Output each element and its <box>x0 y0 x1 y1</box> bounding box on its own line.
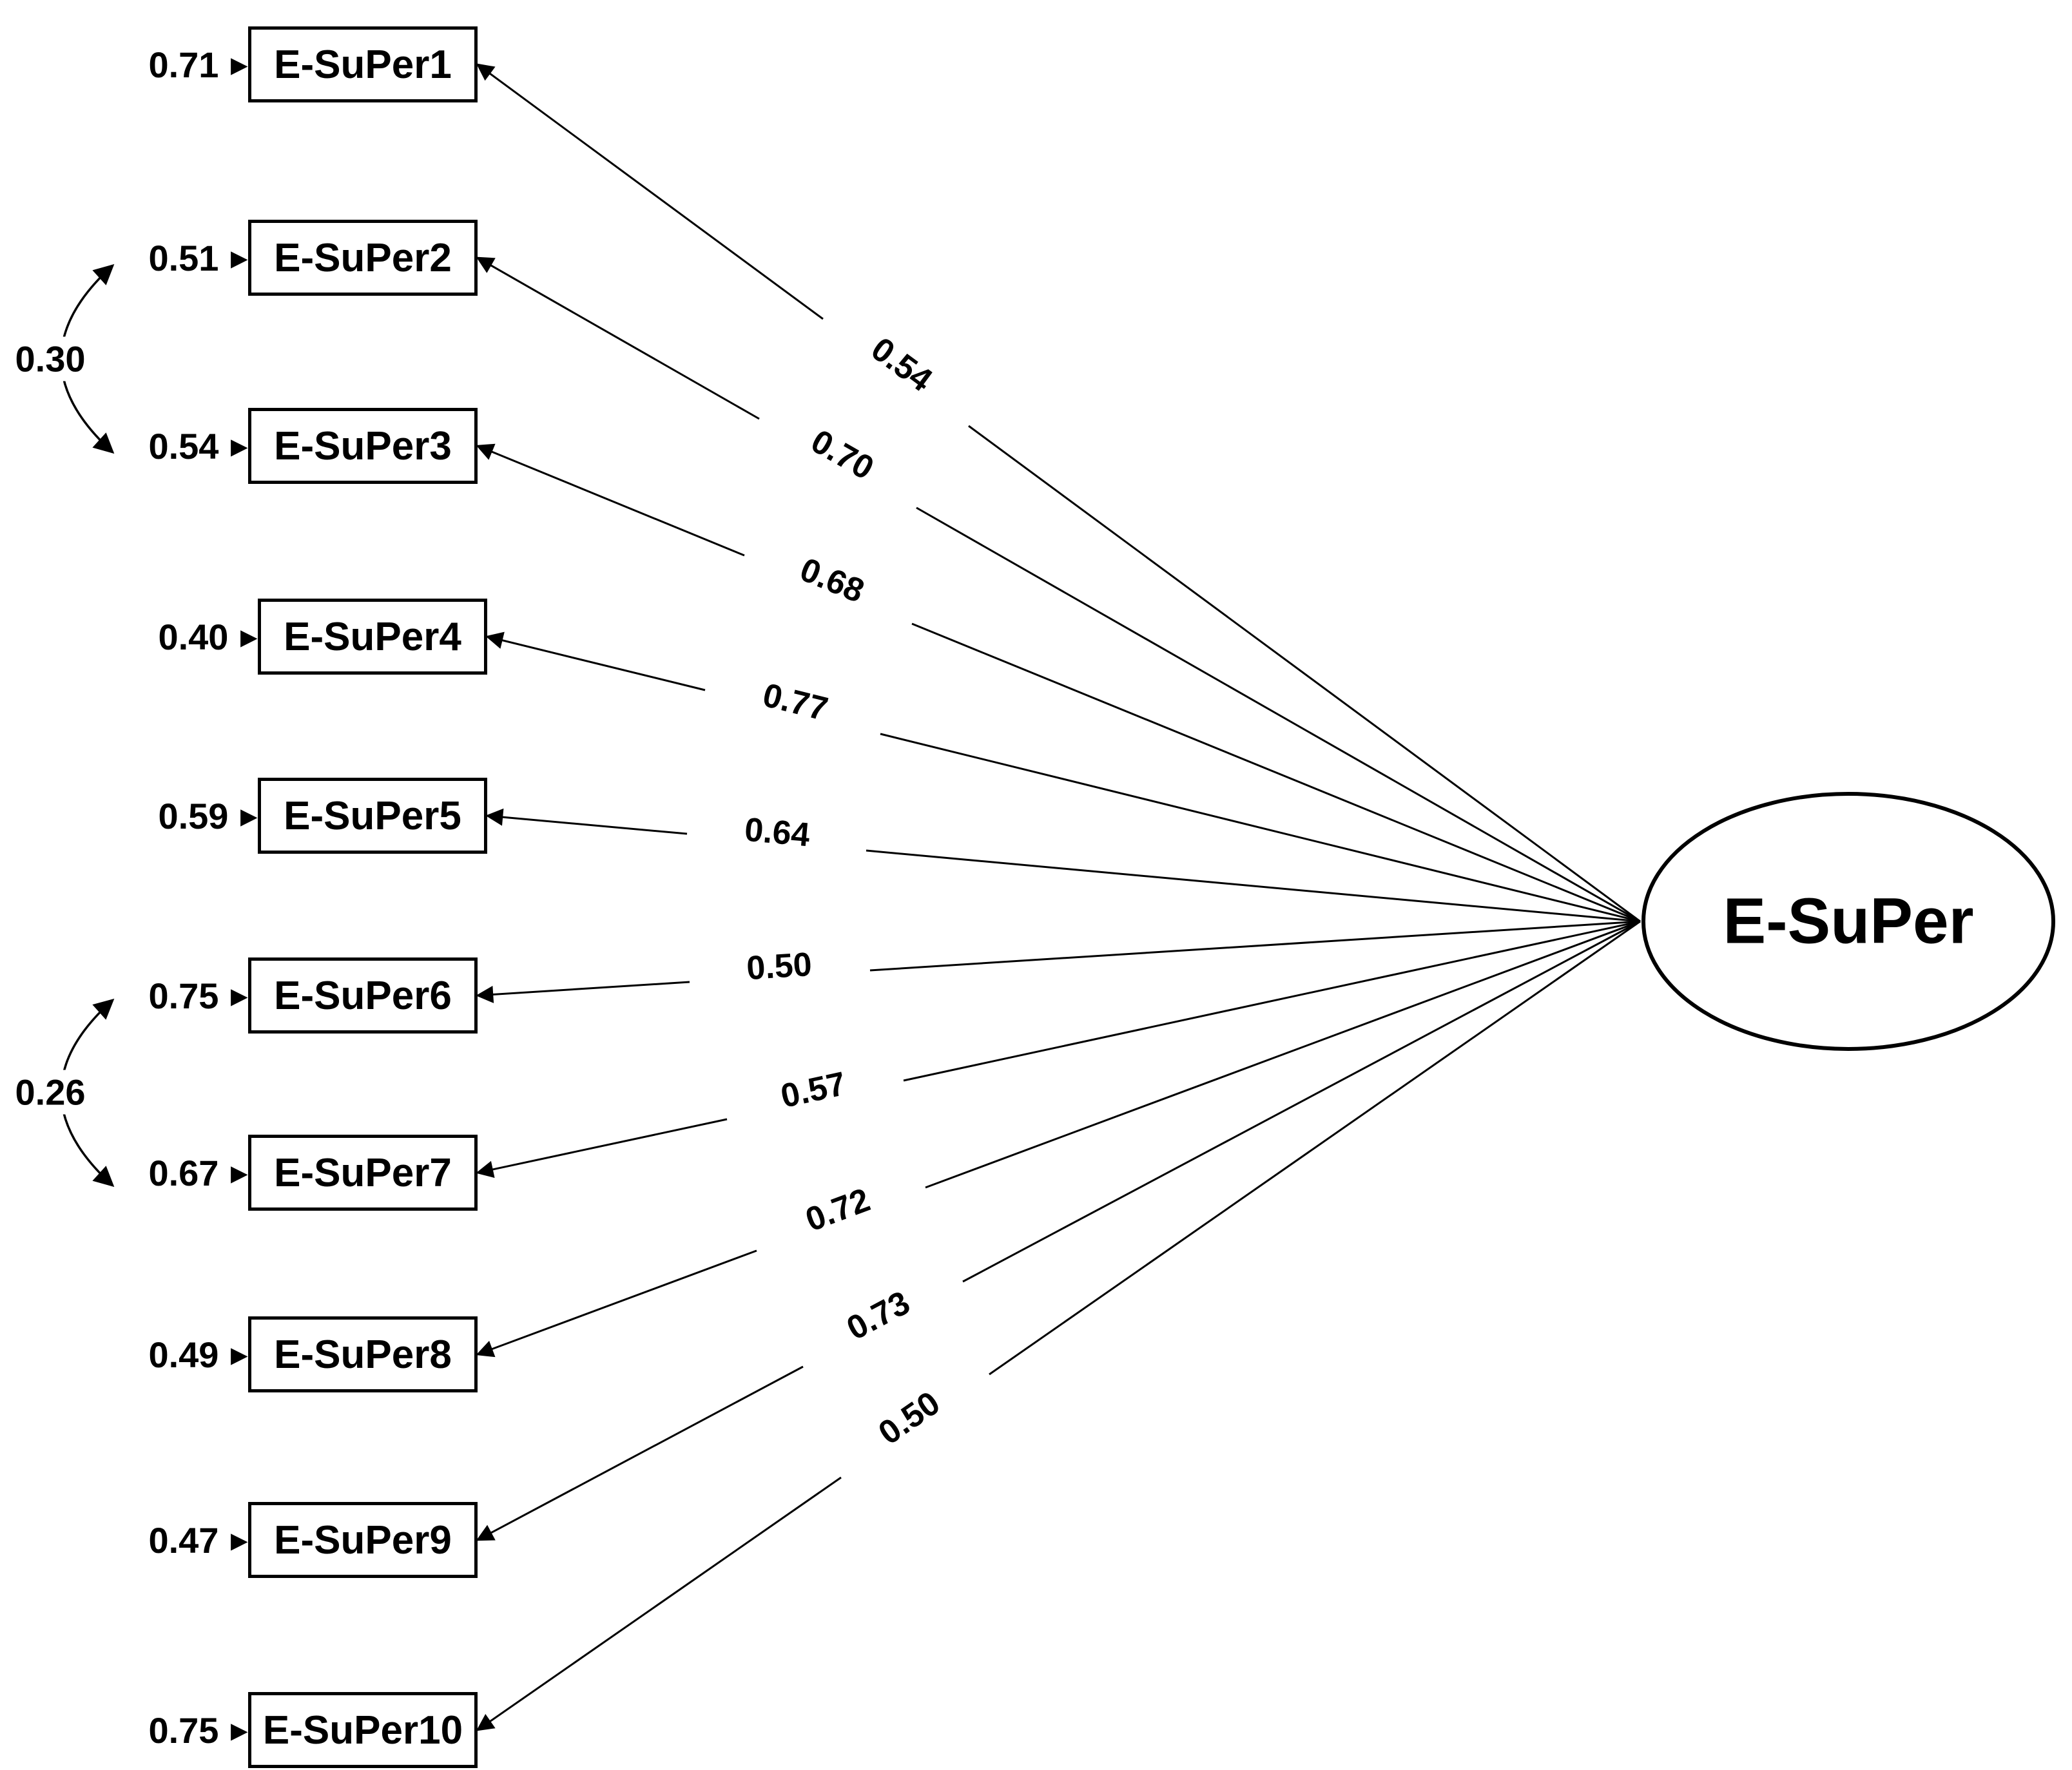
indicator-box-esuper1: E-SuPer1 <box>248 26 478 102</box>
error-value: 0.51 <box>148 237 219 278</box>
indicator-label: E-SuPer7 <box>274 1150 452 1195</box>
error-value: 0.47 <box>148 1519 219 1561</box>
latent-label: E-SuPer <box>1723 885 1974 957</box>
loading-path-4 <box>485 631 1641 923</box>
error-term: 0.67► <box>79 1152 253 1193</box>
indicator-box-esuper10: E-SuPer10 <box>248 1692 478 1768</box>
error-value: 0.67 <box>148 1152 219 1193</box>
indicator-label: E-SuPer3 <box>274 423 452 468</box>
error-term: 0.47► <box>79 1519 253 1561</box>
error-value: 0.71 <box>148 44 219 85</box>
indicator-box-esuper9: E-SuPer9 <box>248 1502 478 1578</box>
loading-path-2 <box>476 256 1641 923</box>
loading-path-3 <box>476 443 1641 923</box>
indicator-box-esuper6: E-SuPer6 <box>248 957 478 1034</box>
error-value: 0.54 <box>148 425 219 467</box>
indicator-box-esuper7: E-SuPer7 <box>248 1135 478 1211</box>
loading-path-7 <box>476 920 1641 1178</box>
error-value: 0.75 <box>148 1709 219 1751</box>
error-term: 0.71► <box>79 44 253 85</box>
error-value: 0.49 <box>148 1334 219 1375</box>
loading-path-6 <box>476 920 1641 1003</box>
loading-path-1 <box>476 63 1641 923</box>
error-term: 0.40► <box>89 616 263 657</box>
factor-loading-label: 0.50 <box>736 943 822 990</box>
indicator-label: E-SuPer1 <box>274 42 452 87</box>
covariance-value: 0.30 <box>10 336 91 381</box>
error-value: 0.59 <box>158 795 229 836</box>
error-term: 0.51► <box>79 237 253 278</box>
indicator-box-esuper3: E-SuPer3 <box>248 408 478 484</box>
error-value: 0.40 <box>158 616 229 657</box>
latent-ellipse <box>1641 792 2055 1051</box>
error-value: 0.75 <box>148 975 219 1016</box>
loading-path-9 <box>476 920 1641 1541</box>
indicator-label: E-SuPer10 <box>262 1707 463 1753</box>
indicator-label: E-SuPer6 <box>274 973 452 1018</box>
error-term: 0.54► <box>79 425 253 467</box>
loading-path-10 <box>476 920 1641 1731</box>
indicator-label: E-SuPer4 <box>284 614 461 659</box>
error-term: 0.75► <box>79 1709 253 1751</box>
indicator-label: E-SuPer5 <box>284 793 461 838</box>
indicator-box-esuper5: E-SuPer5 <box>258 778 487 854</box>
factor-loading-label: 0.64 <box>733 808 821 857</box>
loading-path-8 <box>476 920 1641 1358</box>
error-term: 0.59► <box>89 795 263 836</box>
error-term: 0.75► <box>79 975 253 1016</box>
indicator-box-esuper4: E-SuPer4 <box>258 599 487 675</box>
indicator-box-esuper2: E-SuPer2 <box>248 220 478 296</box>
error-term: 0.49► <box>79 1334 253 1375</box>
covariance-value: 0.26 <box>10 1070 91 1115</box>
indicator-box-esuper8: E-SuPer8 <box>248 1316 478 1392</box>
indicator-label: E-SuPer2 <box>274 235 452 280</box>
indicator-label: E-SuPer9 <box>274 1517 452 1563</box>
indicator-label: E-SuPer8 <box>274 1332 452 1377</box>
loading-path-5 <box>485 808 1641 923</box>
